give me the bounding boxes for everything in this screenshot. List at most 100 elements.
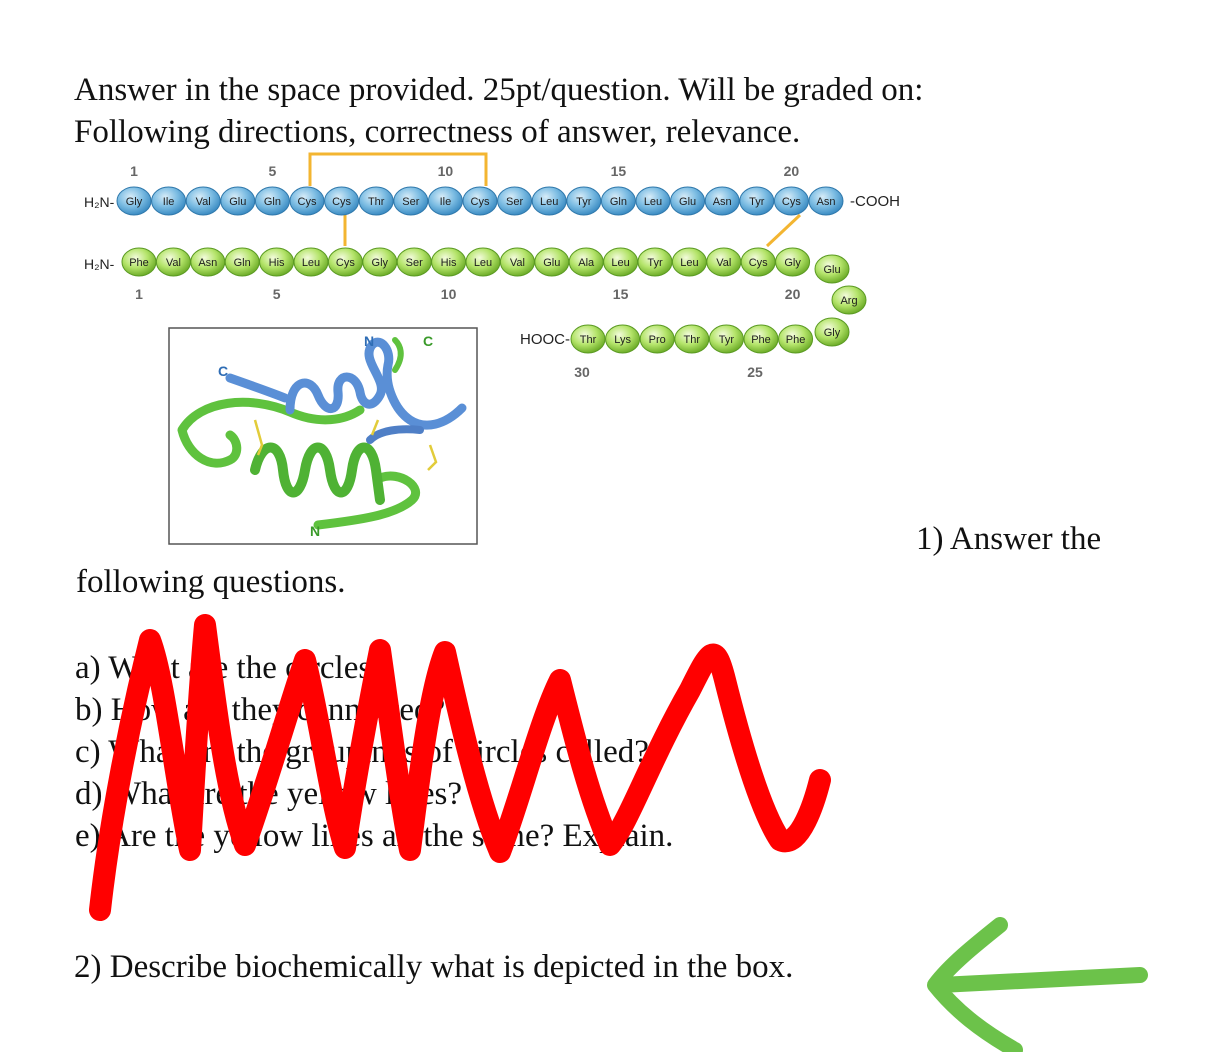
chain-b-residue-label: Tyr: [719, 334, 735, 346]
question-1-tail: 1) Answer the: [916, 521, 1102, 557]
chain-a-residue: [462, 186, 498, 216]
chain-b-residue-label: Phe: [786, 334, 806, 346]
chain-b-residue-label: Val: [716, 257, 731, 269]
header-line-2: Following directions, correctness of ans…: [74, 114, 801, 150]
chain-b-residue-label: Arg: [840, 295, 857, 307]
chain-a-residue: [151, 186, 187, 216]
chain-a-residue-label: Thr: [368, 196, 385, 208]
green-helix: [250, 442, 385, 505]
chain-a-number: 10: [438, 163, 454, 179]
chain-a-residue: [635, 186, 671, 216]
chain-a-residue: [739, 186, 775, 216]
chain-b-residue-label: Gly: [784, 257, 801, 269]
chain-b-nterm: H₂N-: [84, 256, 115, 272]
green-ribbon: [177, 397, 420, 530]
chain-b-residue-label: Thr: [684, 334, 701, 346]
chain-b-number: 10: [441, 286, 457, 302]
chain-a-residue: [704, 186, 740, 216]
chain-b-residue-label: Phe: [751, 334, 771, 346]
chain-a-residue: [324, 186, 360, 216]
header-line-1: Answer in the space provided. 25pt/quest…: [74, 72, 924, 108]
chain-a-residue-label: Asn: [817, 196, 836, 208]
chain-b-residue-label: Phe: [129, 257, 149, 269]
chain-b-residue-label: Gly: [372, 257, 389, 269]
chain-a-residue-label: Ile: [440, 196, 452, 208]
chain-b-number: 20: [785, 286, 801, 302]
chain-b-residue-label: Gln: [234, 257, 251, 269]
chain-a-residue-label: Ser: [506, 196, 523, 208]
chain-a-residue-label: Glu: [679, 196, 696, 208]
chain-b-residue-label: Thr: [580, 334, 597, 346]
chain-b-residue: [775, 247, 811, 277]
chain-b-residue-label: Val: [166, 257, 181, 269]
chain-b-residue: [831, 285, 867, 315]
chain-a-number: 1: [130, 163, 138, 179]
chain-a-residue-label: Cys: [471, 196, 490, 208]
chain-a-number: 15: [611, 163, 627, 179]
disulfide-a20-b19: [765, 213, 802, 248]
chain-a-residue: [497, 186, 533, 216]
chain-b-residue: [814, 317, 850, 347]
chain-a-residue: [185, 186, 221, 216]
chain-b-residue-label: Leu: [474, 257, 492, 269]
question-a: a) What are the circles?: [75, 650, 386, 686]
chain-a-residue: [773, 186, 809, 216]
chain-a-residue: [358, 186, 394, 216]
chain-a-residue: [566, 186, 602, 216]
structure-label-n-bottom: N: [310, 523, 320, 539]
chain-b-residue-label: His: [269, 257, 285, 269]
chain-a-residue: [254, 186, 290, 216]
chain-a-residue: [220, 186, 256, 216]
chain-a-residue-label: Cys: [782, 196, 801, 208]
chain-b-number: 25: [747, 364, 763, 380]
chain-a-residue-label: Ser: [402, 196, 419, 208]
chain-a-residue-label: Gln: [264, 196, 281, 208]
chain-b-residue: [814, 254, 850, 284]
chain-b-residue-label: Lys: [614, 334, 631, 346]
chain-b-residue-label: Ala: [578, 257, 595, 269]
chain-a-residue-label: Tyr: [749, 196, 765, 208]
chain-b-residue-label: Glu: [543, 257, 560, 269]
chain-a-number: 20: [784, 163, 800, 179]
chain-b-residue-label: Tyr: [647, 257, 663, 269]
chain-a-residue: [808, 186, 844, 216]
chain-b-residue-label: Cys: [749, 257, 768, 269]
structure-label-c-top: C: [423, 333, 433, 349]
chain-a-residue: [531, 186, 567, 216]
chain-b-number: 30: [574, 364, 590, 380]
disulfide-bonds: [308, 152, 802, 248]
chain-b-residue-label: Ser: [406, 257, 423, 269]
chain-b-residue: [743, 324, 779, 354]
chain-a-residue-label: Val: [196, 196, 211, 208]
chain-a-residue-label: Gly: [126, 196, 143, 208]
chain-b-number: 15: [613, 286, 629, 302]
chain-b-residues-row2: Thr Lys Pro Thr Tyr Phe Phe: [570, 324, 814, 354]
chain-a-number: 5: [269, 163, 277, 179]
chain-a-residue: [393, 186, 429, 216]
question-1-continued: following questions.: [76, 564, 346, 600]
chain-b-residue-label: Glu: [823, 264, 840, 276]
question-d: d) What are the yellow lines?: [75, 776, 462, 812]
chain-a-residue-label: Cys: [298, 196, 317, 208]
chain-a-residue: [600, 186, 636, 216]
chain-a-residue-label: Ile: [163, 196, 175, 208]
structure-label-c-left: C: [218, 363, 228, 379]
chain-b-residue-label: His: [441, 257, 457, 269]
chain-b-residue-label: Asn: [198, 257, 217, 269]
chain-a-residue-label: Gln: [610, 196, 627, 208]
chain-b-residue-label: Leu: [302, 257, 320, 269]
chain-a-nterm: H₂N-: [84, 194, 115, 210]
chain-a-residue: [670, 186, 706, 216]
chain-a-residue-label: Tyr: [576, 196, 592, 208]
question-c: c) What are the groupings of circles cal…: [75, 734, 649, 770]
question-b: b) How are they connected?: [75, 692, 446, 728]
chain-a-residue-label: Asn: [713, 196, 732, 208]
chain-b-residue-label: Pro: [649, 334, 666, 346]
chain-a-residue: [116, 186, 152, 216]
chain-a-residue: [427, 186, 463, 216]
chain-b-numbers-row2: 30 25: [574, 364, 763, 380]
